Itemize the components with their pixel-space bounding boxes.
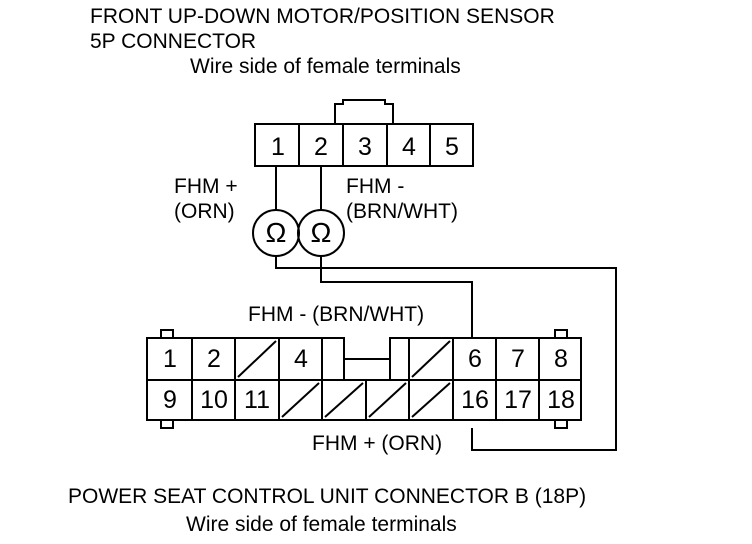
top-connector-title-line1: FRONT UP-DOWN MOTOR/POSITION SENSOR [90,5,555,28]
bottom-terminal-10: 10 [200,386,228,414]
bottom-terminal-4: 4 [294,345,308,373]
label-fhm-minus: FHM - [346,175,405,198]
bottom-terminal-1: 1 [163,345,177,373]
ohmmeter-right [297,209,345,257]
bottom-terminal-11: 11 [244,386,270,414]
top-connector-latch [334,99,394,124]
label-fhm-plus-color: (ORN) [174,200,235,223]
top-terminal-3: 3 [358,133,372,161]
wire-fhm-plus-run [320,255,473,338]
ohm-icon: Ω [265,217,287,248]
bottom-terminal-8: 8 [554,345,568,373]
bottom-connector-subtitle: Wire side of female terminals [186,513,457,536]
bottom-terminal-9: 9 [163,386,177,414]
bottom-connector-body [146,337,582,421]
wire-fhm-minus-run [275,255,617,451]
top-connector-subtitle: Wire side of female terminals [190,55,461,78]
bottom-terminal-17: 17 [504,386,532,414]
label-fhm-minus-color: (BRN/WHT) [346,200,458,223]
top-connector-body [254,123,474,167]
label-fhm-plus: FHM + [174,175,238,198]
label-bottom-fhm-plus: FHM + (ORN) [312,432,443,455]
top-terminal-1: 1 [271,133,285,161]
bottom-terminal-6: 6 [468,345,482,373]
bottom-terminal-2: 2 [207,345,221,373]
bottom-terminal-18: 18 [547,386,575,414]
top-terminal-5: 5 [445,133,459,161]
label-mid-fhm-minus: FHM - (BRN/WHT) [248,303,425,326]
ohm-icon: Ω [310,217,332,248]
top-terminal-4: 4 [402,133,416,161]
bottom-connector-title: POWER SEAT CONTROL UNIT CONNECTOR B (18P… [68,485,587,508]
top-terminal-2: 2 [314,133,328,161]
top-connector-title-line2: 5P CONNECTOR [90,30,257,53]
bottom-terminal-16: 16 [461,386,489,414]
bottom-terminal-7: 7 [511,345,525,373]
